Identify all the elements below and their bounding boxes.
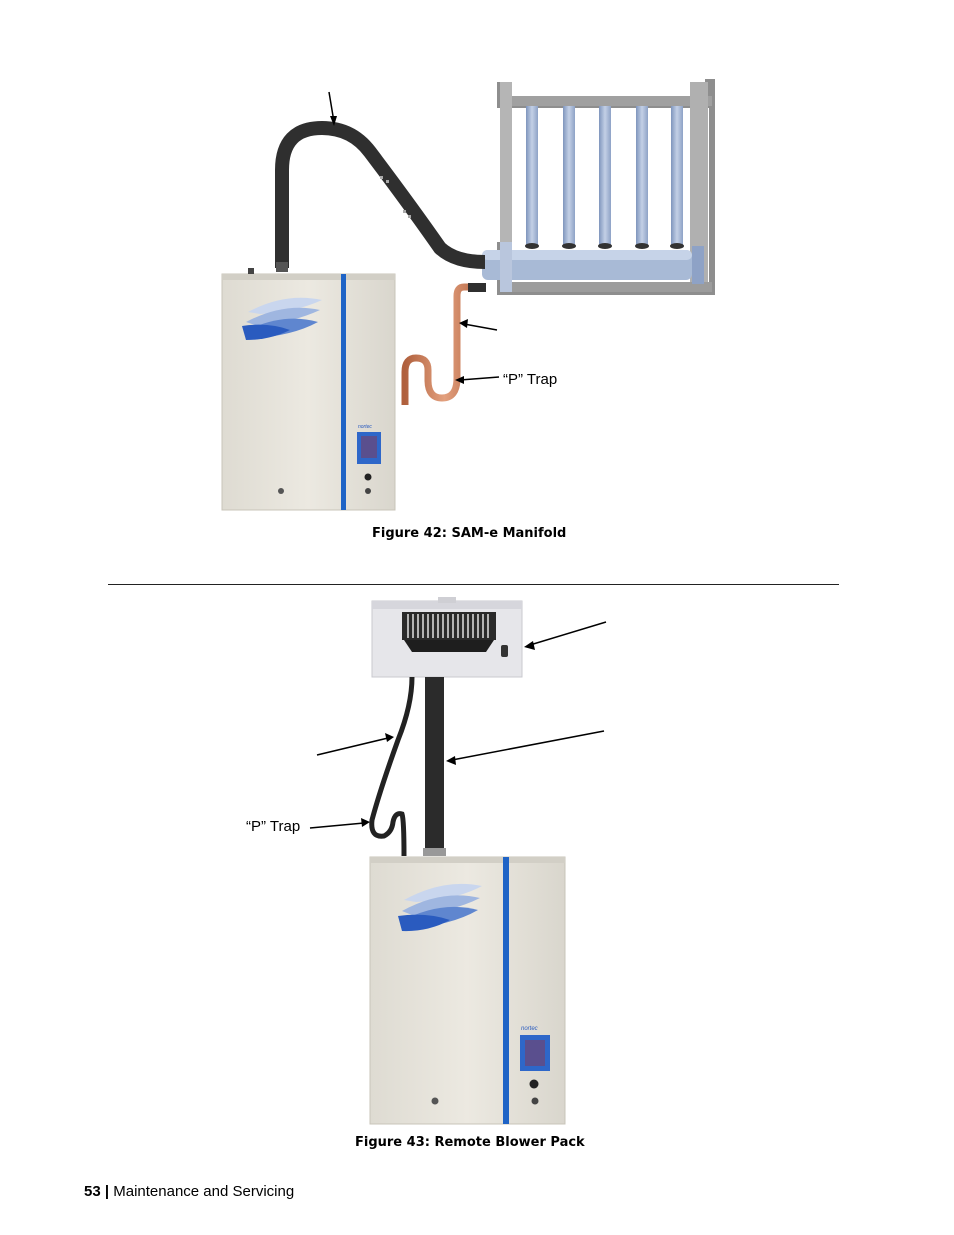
humidifier-cabinet-42: nortec (221, 268, 396, 511)
section-title: Maintenance and Servicing (113, 1183, 295, 1200)
callout-arrows-43 (309, 621, 607, 829)
humidifier-cabinet-43: nortec (369, 856, 566, 1125)
figure-43-illustration: nortec (309, 597, 607, 1125)
dispersion-tubes (525, 106, 684, 249)
page-number: 53 (84, 1183, 101, 1200)
svg-text:nortec: nortec (358, 424, 372, 430)
figure-42-illustration: nortec (221, 79, 715, 511)
svg-text:nortec: nortec (521, 1026, 538, 1032)
section-divider (108, 584, 839, 585)
blower-pack (371, 597, 523, 678)
p-trap-label-43: “P” Trap (246, 818, 301, 835)
p-trap-label-42: “P” Trap (503, 371, 558, 388)
figure-42-caption: Figure 42: SAM-e Manifold (372, 526, 567, 541)
steam-hose-43 (425, 677, 444, 855)
manifold-frame (497, 79, 715, 295)
page-footer: 53 | Maintenance and Servicing (84, 1183, 294, 1200)
footer-separator: | (104, 1183, 110, 1200)
header-manifold (482, 242, 704, 292)
condensate-hose-43 (369, 676, 415, 857)
figure-43-caption: Figure 43: Remote Blower Pack (355, 1135, 585, 1150)
condensate-line (401, 283, 484, 405)
steam-hose (275, 120, 486, 269)
